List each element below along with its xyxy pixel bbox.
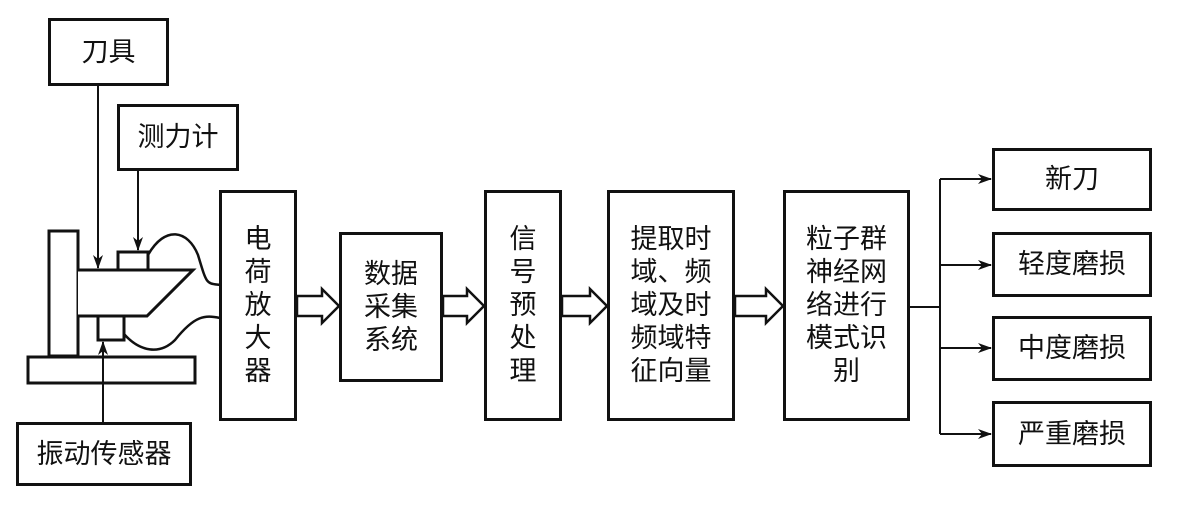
severe-wear-box: 严重磨损 (992, 401, 1152, 467)
vibration-sensor-box: 振动传感器 (16, 422, 192, 486)
dynamometer-box: 测力计 (117, 104, 239, 171)
tool-box: 刀具 (48, 18, 169, 86)
machine-base (26, 355, 197, 385)
data-acquisition-box: 数据采集系统 (339, 232, 443, 382)
light-wear-box: 轻度磨损 (992, 232, 1152, 297)
dynamometer-sensor-block (116, 250, 150, 272)
feature-extraction-label: 提取时域、频域及时频域特征向量 (630, 224, 712, 387)
new-tool-box: 新刀 (992, 148, 1152, 211)
feature-extraction-box: 提取时域、频域及时频域特征向量 (607, 190, 735, 421)
pso-nn-recognition-box: 粒子群神经网络进行模式识别 (783, 190, 910, 421)
pso-nn-recognition-label: 粒子群神经网络进行模式识别 (806, 224, 887, 387)
charge-amplifier-box: 电荷放大器 (219, 190, 297, 421)
vibration-cable (123, 315, 221, 351)
dynamometer-cable (146, 233, 221, 287)
severe-wear-label: 严重磨损 (1018, 418, 1126, 450)
dynamometer-label: 测力计 (137, 122, 219, 153)
flow-arrow-2 (441, 285, 486, 327)
new-tool-label: 新刀 (1045, 164, 1099, 195)
flow-arrow-3 (560, 285, 609, 327)
data-acquisition-label: 数据采集系统 (364, 258, 418, 356)
vibration-sensor-block (96, 314, 126, 342)
machine-column (47, 229, 80, 358)
signal-preprocessing-label: 信号预处理 (509, 224, 537, 387)
flow-arrows (295, 285, 785, 327)
flow-arrow-1 (295, 285, 341, 327)
moderate-wear-label: 中度磨损 (1018, 333, 1126, 364)
flow-arrow-4 (733, 285, 785, 327)
workpiece-tool-holder (78, 268, 197, 318)
vibration-sensor-label: 振动传感器 (36, 438, 172, 470)
charge-amplifier-label: 电荷放大器 (244, 224, 272, 387)
machine-fixture (26, 229, 197, 385)
signal-preprocessing-box: 信号预处理 (484, 190, 562, 421)
tool-label: 刀具 (81, 36, 136, 68)
light-wear-label: 轻度磨损 (1018, 249, 1126, 280)
moderate-wear-box: 中度磨损 (992, 316, 1152, 381)
output-branch (910, 174, 992, 439)
